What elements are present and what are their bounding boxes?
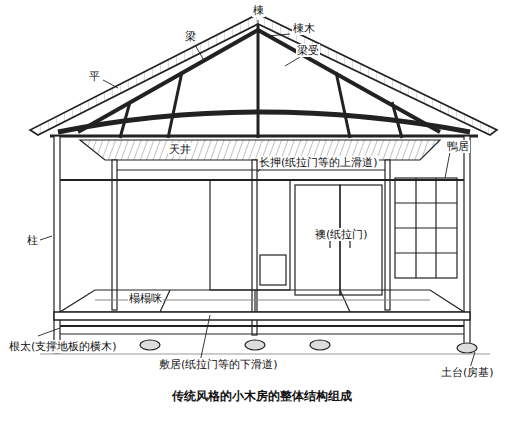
part-label: 梁受 [296,44,320,57]
part-label: 棟 [252,4,265,17]
part-label: 鴨居 [446,140,470,153]
part-label: 棟木 [292,22,316,35]
part-label: 梁 [184,30,197,43]
part-label: 柱 [26,234,39,247]
part-label: 长押(纸拉门等的上滑道) [258,156,379,169]
part-label: 榻榻咪 [128,292,163,305]
part-label: 襖(纸拉门) [314,228,369,241]
caption: 传统风格的小木房的整体结构组成 [172,388,352,405]
part-label: 土台(房基) [440,366,495,379]
part-label: 根太(支撑地板的横木) [8,340,118,353]
part-label: 天井 [168,143,192,156]
part-label: 平 [88,70,101,83]
part-label: 敷居(纸拉门等的下滑道) [158,358,279,371]
